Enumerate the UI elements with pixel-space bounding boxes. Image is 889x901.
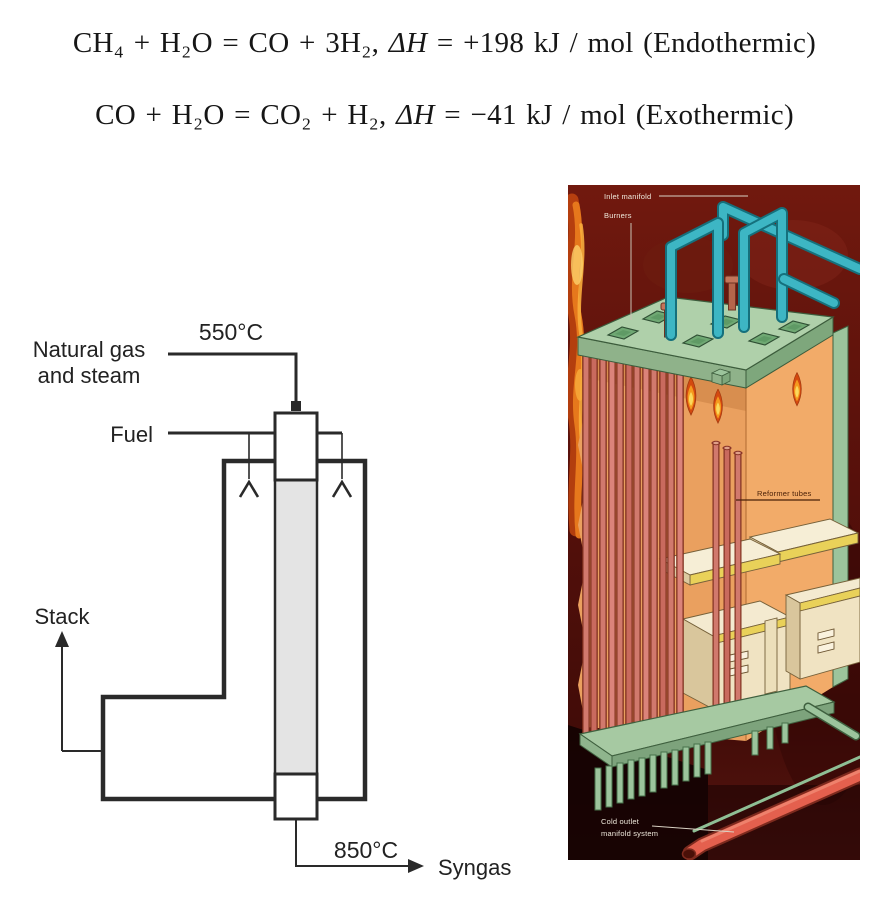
burner-port — [747, 332, 781, 346]
riser-peg — [671, 749, 679, 786]
burner-flames — [685, 372, 802, 424]
riser-peg — [751, 730, 759, 756]
syngas-line — [295, 819, 411, 867]
riser-peg — [704, 741, 712, 775]
port-inner — [786, 324, 802, 330]
reformer-cutaway-illustration: Inlet manifold Burners Reformer tubes Co… — [568, 185, 860, 860]
port-inner — [756, 336, 772, 342]
tube-top-rim — [735, 451, 741, 455]
feed-line — [168, 352, 298, 406]
stack-label: Stack — [34, 604, 90, 629]
furnace-wall-right — [315, 458, 368, 802]
tunnel-vent-slot — [817, 641, 835, 654]
branch-pipe — [780, 275, 838, 307]
riser-peg — [766, 726, 774, 750]
flame-glow — [571, 245, 583, 285]
equation-water-gas-shift: CO + H₂O = CO₂ + H₂, ΔH = −41 kJ / mol (… — [0, 96, 889, 134]
riser-peg — [781, 722, 789, 744]
manifold-green-rail — [692, 755, 860, 833]
tunnel-pillar — [764, 617, 778, 695]
stack-arrowhead-icon — [55, 631, 69, 647]
cube-side — [711, 372, 723, 386]
port-inner — [650, 314, 666, 320]
flame-icon — [685, 376, 697, 416]
riser-peg — [605, 765, 613, 808]
riser-peg — [660, 751, 668, 789]
riser-peg — [682, 746, 690, 782]
burner-port — [777, 320, 811, 334]
feed-label-line1: Natural gas — [33, 337, 146, 362]
riser-peg — [638, 757, 646, 797]
deck-top-face — [576, 296, 835, 371]
cold-outlet-leader-line — [651, 825, 735, 833]
syngas-label: Syngas — [438, 855, 511, 880]
outlet-pipe-highlight — [700, 769, 860, 843]
furnace-top-deck — [576, 296, 835, 389]
cutaway-labels: Inlet manifold Burners Reformer tubes Co… — [601, 192, 820, 838]
tube-top-rim — [713, 441, 719, 445]
texture-blob — [738, 220, 848, 290]
burners-label: Burners — [604, 211, 632, 220]
flame-core — [688, 392, 694, 406]
tunnel-vent-slot — [817, 628, 835, 641]
burner-ports — [606, 310, 811, 348]
inlet-manifold-label: Inlet manifold — [604, 192, 651, 201]
riser-peg — [693, 743, 701, 778]
feed-junction-dot — [291, 401, 301, 411]
inlet-manifold-piping — [665, 201, 860, 341]
flame-core — [795, 385, 799, 398]
nozzle-cap — [724, 275, 740, 284]
outlet-header-box — [273, 772, 319, 821]
reformer-tube-bank — [582, 355, 684, 740]
tube-top-rim — [724, 446, 730, 450]
feed-label-line2: and steam — [38, 363, 141, 388]
outlet-deck — [578, 685, 836, 768]
riser-peg — [616, 762, 624, 804]
cold-outlet-label-line2: manifold system — [601, 829, 658, 838]
deck-step-cube — [710, 368, 732, 386]
catalyst-tube — [273, 478, 319, 776]
shadow-bottom — [708, 785, 860, 860]
fuel-label: Fuel — [110, 422, 153, 447]
riser-peg — [649, 754, 657, 793]
outlet-riser-pegs — [594, 722, 789, 811]
outlet-pipe-opening — [681, 848, 697, 860]
pipe-u-right — [740, 209, 786, 331]
outlet-temperature-label: 850°C — [334, 837, 398, 863]
pipe-u-left — [667, 219, 722, 339]
middle-tubes — [711, 440, 743, 730]
cold-outlet-label-line1: Cold outlet — [601, 817, 640, 826]
burner-icon-right — [331, 479, 353, 498]
flame-icon — [792, 372, 802, 407]
reformer-schematic: Natural gas and steam 550°C Fuel Stack 8… — [33, 319, 512, 880]
eq1-delta-h: ΔH — [388, 27, 428, 59]
flame-core — [716, 402, 720, 416]
inlet-header-box — [273, 411, 319, 482]
eq2-lhs: CO + H₂O = CO₂ + H₂, — [95, 99, 397, 131]
green-connector-pipe — [805, 704, 859, 739]
nozzle-stem — [728, 281, 736, 311]
burner-icon-left — [238, 479, 260, 498]
eq2-delta-h: ΔH — [396, 99, 435, 131]
burner-port — [606, 326, 640, 340]
furnace-wall-left — [100, 458, 277, 802]
equation-steam-reforming: CH₄ + H₂O = CO + 3H₂, ΔH = +198 kJ / mol… — [0, 24, 889, 62]
eq1-lhs: CH₄ + H₂O = CO + 3H₂, — [72, 27, 389, 59]
reformer-tubes-label: Reformer tubes — [757, 489, 812, 498]
inlet-temperature-label: 550°C — [199, 319, 263, 345]
riser-peg — [627, 759, 635, 800]
cold-outlet-manifold — [681, 702, 860, 860]
schematic-lines — [61, 352, 411, 867]
syngas-arrowhead-icon — [408, 859, 424, 873]
eq2-rhs: = −41 kJ / mol (Exothermic) — [434, 99, 794, 131]
port-inner — [615, 330, 631, 336]
port-inner — [690, 338, 706, 344]
eq1-rhs: = +198 kJ / mol (Endothermic) — [427, 27, 817, 59]
tunnel-block-side — [785, 594, 801, 680]
riser-peg — [594, 767, 602, 811]
burner-port — [681, 334, 715, 348]
flame-icon — [713, 388, 723, 424]
